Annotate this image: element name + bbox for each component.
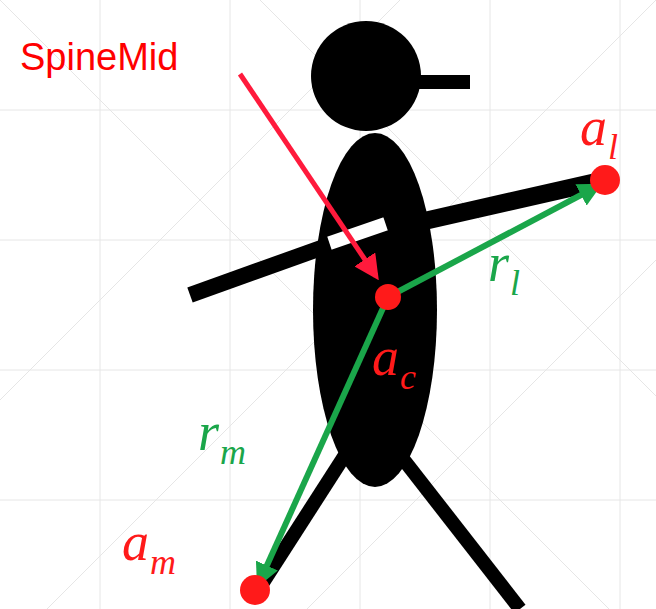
cap-brim bbox=[412, 75, 470, 89]
symbol-base: r bbox=[488, 233, 509, 293]
leg bbox=[255, 455, 345, 595]
vector-arrow bbox=[259, 297, 388, 583]
arm bbox=[420, 180, 605, 222]
symbol-base: a bbox=[580, 97, 607, 157]
symbol-base: a bbox=[372, 327, 399, 387]
point-symbol: al bbox=[580, 100, 618, 154]
joint-dot bbox=[240, 575, 270, 605]
vector-symbol: rl bbox=[488, 236, 520, 290]
vector-arrow bbox=[388, 186, 598, 297]
point-symbol: am bbox=[122, 515, 176, 569]
symbol-subscript: m bbox=[220, 432, 246, 472]
leg bbox=[400, 455, 520, 609]
symbol-base: r bbox=[198, 402, 219, 462]
pointer-arrow bbox=[240, 74, 376, 276]
head bbox=[311, 21, 421, 131]
symbol-subscript: l bbox=[608, 127, 618, 167]
joint-name: SpineMid bbox=[20, 38, 178, 76]
symbol-subscript: l bbox=[510, 263, 520, 303]
symbol-base: a bbox=[122, 512, 149, 572]
point-symbol: ac bbox=[372, 330, 416, 384]
stick-figure bbox=[190, 21, 605, 609]
symbol-subscript: m bbox=[150, 542, 176, 582]
joint-dot bbox=[590, 165, 620, 195]
torso bbox=[313, 133, 437, 487]
arm bbox=[190, 243, 335, 295]
symbol-subscript: c bbox=[400, 357, 416, 397]
joint-dot bbox=[375, 284, 401, 310]
vector-symbol: rm bbox=[198, 405, 246, 459]
